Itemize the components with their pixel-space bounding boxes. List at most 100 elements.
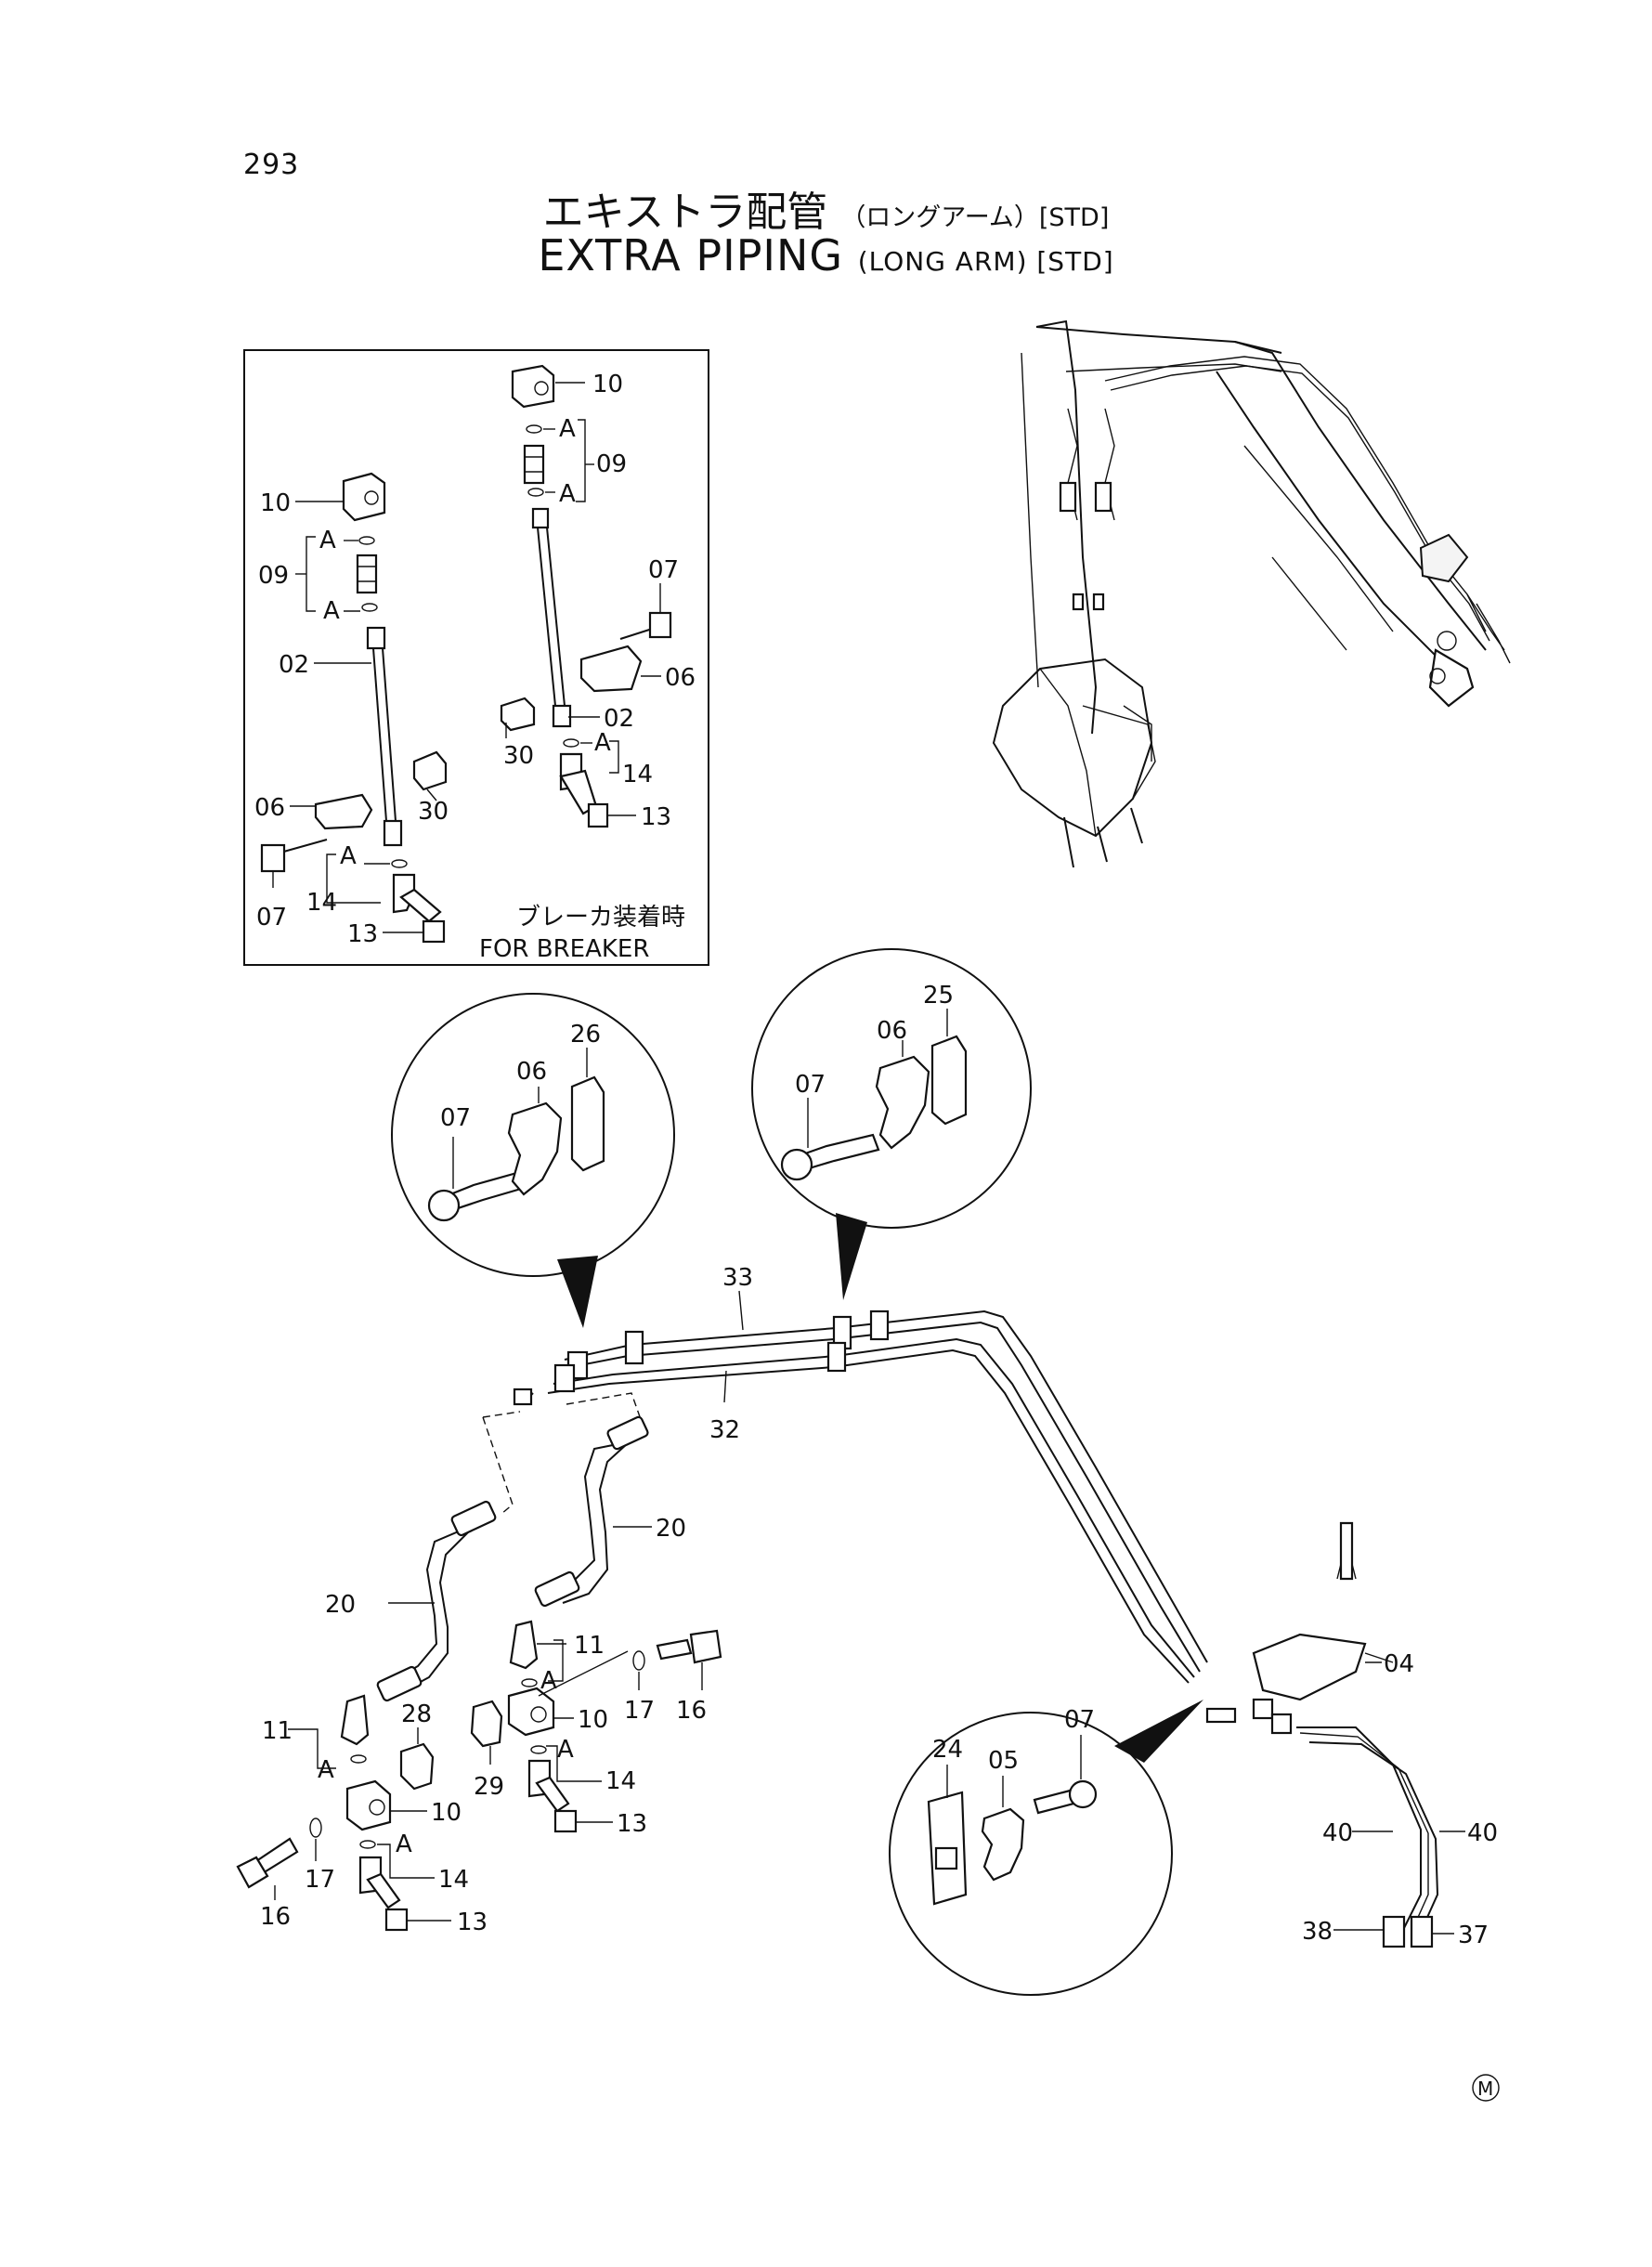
detail-circle-cover-clamp: 24 05 07 [889, 1700, 1203, 1996]
c2-clamp-06 [875, 1055, 930, 1150]
title-japanese: エキストラ配管 （ロングアーム）[STD] [0, 178, 1652, 238]
c3-clamp-05 [981, 1807, 1025, 1882]
callout-label: 16 [260, 1903, 291, 1931]
footer-mark-letter: M [1477, 2078, 1493, 2100]
callout-label: A [594, 729, 611, 757]
inset-caption-en: FOR BREAKER [479, 935, 649, 963]
title-english-sub: (LONG ARM) [STD] [857, 246, 1114, 277]
callout-label: 11 [574, 1632, 605, 1660]
inset-adapter-09-right [523, 444, 545, 485]
title-japanese-main: エキストラ配管 [542, 189, 828, 236]
callout-label: 14 [438, 1866, 469, 1894]
callout-label: 07 [256, 904, 287, 932]
callout-label: 20 [325, 1591, 356, 1619]
callout-label: 24 [932, 1736, 963, 1764]
inset-caption-jp: ブレーカ装着時 [516, 904, 685, 932]
callout-label: 30 [503, 742, 534, 770]
page-number: 293 [243, 149, 300, 181]
callout-label: 17 [624, 1697, 655, 1725]
callout-label: 30 [418, 798, 449, 826]
mid-clamp-29 [470, 1700, 503, 1748]
left-elbow-11 [340, 1694, 370, 1746]
pointer-arrow [557, 1256, 598, 1328]
mid-elbow-11 [509, 1620, 539, 1670]
callout-label: 10 [592, 371, 623, 398]
left-block-10 [345, 1779, 392, 1831]
inset-clamp-30-left [412, 750, 448, 791]
callout-label: 33 [722, 1264, 753, 1292]
fittings-middle: 11 A 16 17 10 29 A 14 13 [470, 1620, 722, 1838]
inset-cap-13-left [422, 919, 446, 944]
inset-right-assembly [500, 364, 672, 828]
callout-label: 26 [570, 1021, 601, 1049]
footer-mark: M [1472, 2074, 1500, 2102]
callout-label: 17 [305, 1866, 335, 1894]
callout-label: 14 [306, 889, 337, 917]
pointer-arrow [836, 1213, 867, 1300]
mid-washer-17 [632, 1650, 645, 1671]
mid-bolt-16 [656, 1638, 693, 1661]
callout-label: 14 [605, 1767, 636, 1795]
callout-label: 40 [1322, 1819, 1353, 1847]
inset-bolt-07-left [260, 843, 286, 873]
callout-label: 13 [457, 1909, 488, 1936]
hose-assemblies-20: 20 20 [325, 1415, 686, 1702]
callout-label: 10 [260, 489, 291, 517]
callout-label: 07 [440, 1104, 471, 1132]
circle-m-icon [1472, 2074, 1500, 2102]
inset-cap-13-right [587, 802, 609, 828]
c1-cushion-26 [570, 1075, 605, 1172]
inset-bolt-07-right [648, 611, 672, 639]
callout-label: 40 [1467, 1819, 1498, 1847]
inset-left-assembly [260, 472, 448, 944]
callout-label: A [557, 1736, 574, 1764]
inset-pipe-02-right [552, 704, 572, 728]
callout-label: 07 [648, 556, 679, 584]
pointer-arrow [1114, 1700, 1203, 1763]
callout-label: A [319, 527, 336, 554]
pipe-33 [564, 1309, 1208, 1663]
callout-label: 32 [709, 1416, 740, 1444]
inset-for-breaker: 10 A 09 A 10 A 09 A 07 02 06 02 30 A 14 … [243, 349, 709, 966]
callout-label: 11 [262, 1717, 293, 1745]
callout-label: 05 [988, 1747, 1019, 1775]
callout-label: 13 [617, 1810, 647, 1838]
left-cap-13 [384, 1908, 409, 1932]
detail-circle-clamp-right: 07 06 25 [751, 948, 1032, 1300]
pipe-32 [553, 1337, 1195, 1678]
inset-adapter-09-left [356, 554, 378, 594]
excavator-arm-illustration [992, 319, 1511, 868]
left-washer-17 [309, 1818, 322, 1838]
callout-label: A [540, 1667, 557, 1695]
callout-label: 14 [622, 761, 653, 788]
callout-label: 20 [656, 1515, 686, 1543]
title-english: EXTRA PIPING (LONG ARM) [STD] [0, 230, 1652, 280]
main-pipe-assembly: 33 32 [482, 1264, 1208, 1684]
callout-label: 06 [877, 1017, 907, 1045]
inset-clamp-06-left [314, 793, 373, 830]
callout-label: 25 [923, 982, 954, 1010]
callout-label: 37 [1458, 1922, 1489, 1949]
callout-label: 04 [1384, 1650, 1414, 1678]
callout-label: A [318, 1756, 334, 1784]
callout-label: 10 [431, 1799, 462, 1827]
inset-block-10-right [511, 364, 555, 409]
mid-cap-13 [553, 1809, 578, 1833]
cover-bolt-icon [1339, 1521, 1354, 1581]
callout-label: 06 [254, 794, 285, 822]
title-english-main: EXTRA PIPING [538, 230, 844, 280]
callout-label: A [559, 480, 576, 508]
callout-label: A [323, 597, 340, 625]
callout-label: 07 [795, 1071, 826, 1099]
oring-icon [526, 424, 542, 434]
callout-label: 07 [1064, 1706, 1095, 1734]
callout-label: 02 [604, 705, 634, 733]
left-clamp-28 [399, 1742, 435, 1791]
title-japanese-sub: （ロングアーム）[STD] [840, 203, 1110, 232]
hose-end-37 [1410, 1915, 1434, 1948]
callout-label: 28 [401, 1700, 432, 1728]
callout-label: 10 [578, 1706, 608, 1734]
inset-block-10-left [342, 472, 386, 522]
fittings-left: 11 28 A 10 A 14 16 17 13 [236, 1694, 488, 1936]
